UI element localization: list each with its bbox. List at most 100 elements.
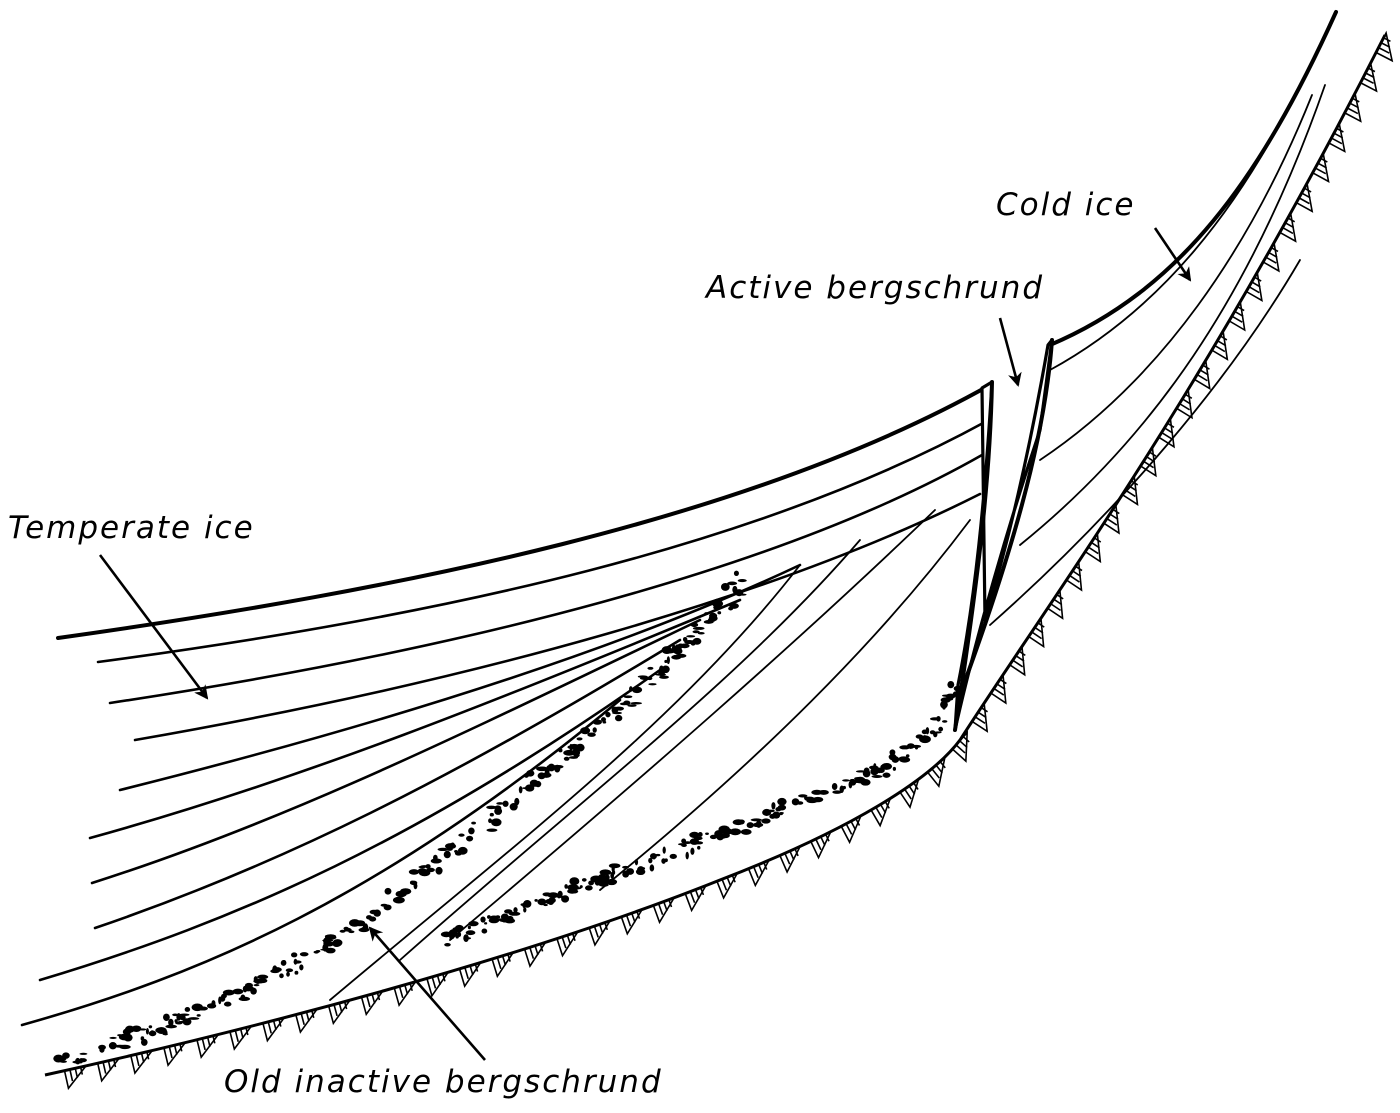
- debris-fragment: [509, 803, 518, 811]
- inclined-ice-layers: [329, 509, 971, 1001]
- bedrock-hatch-mark: [239, 1028, 244, 1039]
- bedrock-hatch-mark: [168, 1046, 173, 1059]
- bedrock-hatch-mark: [598, 924, 604, 934]
- debris-fragment: [580, 727, 591, 735]
- bedrock-hatch-mark: [1320, 157, 1328, 163]
- debris-fragment: [563, 749, 576, 756]
- bedrock-hatch-mark: [999, 678, 1007, 685]
- debris-fragment: [529, 784, 540, 787]
- debris-fragment: [502, 800, 509, 807]
- debris-fragment: [339, 929, 346, 933]
- debris-fragment: [661, 858, 666, 864]
- debris-fragment: [313, 950, 320, 954]
- bedrock-hatch-mark: [778, 844, 802, 874]
- bedrock-hatch-mark: [267, 1021, 272, 1034]
- debris-fragment: [623, 695, 633, 699]
- debris-fragment: [746, 822, 754, 829]
- debris-fragment: [712, 599, 724, 608]
- old-bergschrund-arrow: [368, 926, 486, 1061]
- bedrock-hatch-mark: [1053, 598, 1063, 606]
- ice-layer-line: [449, 509, 936, 941]
- bedrock-hatch-mark: [931, 768, 940, 779]
- bedrock-hatch-mark: [561, 936, 567, 949]
- bedrock-hatch-mark: [630, 912, 636, 923]
- debris-fragment: [508, 911, 521, 916]
- debris-fragment: [286, 971, 290, 977]
- debris-fragment: [880, 765, 884, 773]
- debris-fragment: [440, 931, 452, 938]
- debris-fragment: [446, 847, 453, 851]
- bedrock-hatch-mark: [234, 1030, 239, 1042]
- debris-fragment: [634, 858, 639, 866]
- debris-fragment: [99, 1047, 105, 1053]
- debris-fragment: [766, 809, 775, 813]
- bedrock-hatch-mark: [1331, 137, 1343, 145]
- debris-fragment: [486, 805, 497, 810]
- bedrock-hatch-mark: [908, 785, 916, 795]
- debris-fragment: [250, 987, 257, 995]
- bedrock-hatch-mark: [1346, 107, 1359, 115]
- bedrock-hatch-mark: [1383, 37, 1391, 43]
- bedrock-hatch-mark: [79, 1066, 84, 1075]
- debris-fragment: [465, 930, 476, 936]
- bedrock-hatch-mark: [1148, 451, 1157, 457]
- debris-fragment: [279, 973, 284, 979]
- bedrock-hatch-mark: [1031, 631, 1043, 640]
- bedrock-hatch-mark: [278, 1018, 282, 1027]
- debris-fragment: [537, 772, 546, 780]
- debris-fragment: [179, 1015, 186, 1021]
- debris-fragment: [354, 923, 366, 927]
- debris-fragment: [649, 853, 657, 860]
- bedrock-hatch-mark: [1202, 364, 1210, 370]
- bedrock-hatch-mark: [112, 1059, 117, 1068]
- debris-fragment: [953, 685, 963, 692]
- bedrock-hatch-mark: [879, 804, 887, 814]
- bedrock-hatch-mark: [571, 933, 576, 942]
- bedrock-hatch-mark: [1314, 167, 1327, 175]
- bedrock-hatch-mark: [1018, 650, 1026, 657]
- ice-layer-line: [989, 259, 1301, 626]
- bedrock-hatch-mark: [1270, 246, 1279, 253]
- debris-fragment: [458, 833, 465, 837]
- debris-fragment: [496, 802, 504, 805]
- debris-fragment: [631, 686, 643, 694]
- debris-fragment: [606, 878, 618, 886]
- ice-layer-line: [90, 618, 702, 885]
- debris-fragment: [62, 1052, 70, 1059]
- ice-layer-line: [96, 420, 987, 664]
- debris-fragment: [481, 928, 488, 934]
- debris-fragment: [293, 958, 298, 965]
- debris-fragment: [495, 915, 501, 919]
- debris-fragment: [579, 885, 583, 889]
- bedrock-hatch-mark: [1093, 537, 1102, 543]
- debris-fragment: [659, 675, 669, 679]
- glacier-surface-lower: [56, 383, 992, 640]
- bedrock-hatch-mark: [935, 764, 943, 774]
- debris-fragment: [569, 743, 573, 751]
- debris-fragment: [543, 903, 548, 907]
- debris-fragment: [561, 895, 570, 903]
- debris-fragment: [571, 744, 582, 748]
- bedrock-hatch-mark: [1109, 513, 1119, 521]
- bedrock-hatch-mark: [474, 963, 479, 972]
- bedrock-hatch-mark: [534, 945, 539, 956]
- debris-fragment: [484, 922, 488, 925]
- bedrock-hatch-mark: [903, 788, 912, 800]
- debris-fragment: [526, 770, 535, 777]
- debris-fragment: [637, 675, 648, 678]
- debris-fragment: [638, 868, 642, 875]
- active-bergschrund-label: Active bergschrund: [704, 270, 1044, 306]
- bedrock-hatch-mark: [1268, 251, 1278, 258]
- debris-fragment: [703, 612, 709, 615]
- debris-fragment: [630, 702, 643, 705]
- debris-fragment: [450, 842, 455, 848]
- bedrock-hatch-mark: [1034, 626, 1044, 634]
- bedrock-hatch-mark: [1050, 603, 1062, 612]
- bedrock-hatch-mark: [1069, 574, 1080, 583]
- bedrock-hatch-mark: [102, 1061, 107, 1074]
- debris-fragment: [662, 846, 666, 854]
- debris-fragment: [613, 706, 624, 711]
- bedrock-hatch-mark: [731, 874, 736, 883]
- debris-fragment: [392, 896, 405, 904]
- debris-fragment: [455, 934, 459, 939]
